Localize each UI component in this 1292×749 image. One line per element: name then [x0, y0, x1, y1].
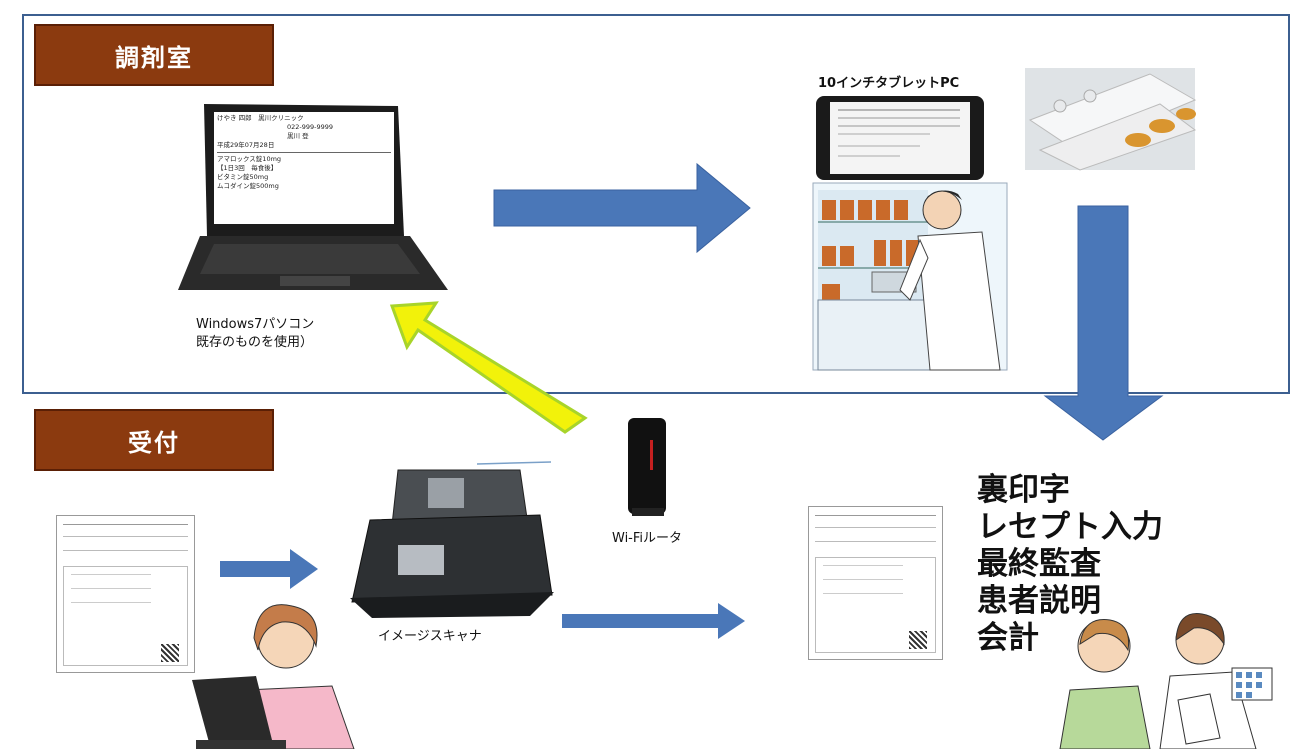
- arrow-scanner-to-laptop: [389, 301, 588, 434]
- arrow-laptop-to-tablet: [493, 162, 751, 254]
- screen-dose-1: 【1日3回 毎食後】: [217, 164, 278, 172]
- screen-date: 平成29年07月28日: [217, 141, 275, 149]
- screen-drug-1: アマロックス錠10mg: [217, 155, 282, 163]
- tablet-illustration: [816, 96, 984, 180]
- pharmacy-room-label: 調剤室: [115, 43, 193, 72]
- screen-clinic: 黒川クリニック: [258, 114, 304, 122]
- laptop-screen: けやき 四郎 黒川クリニック 022-999-9999 黒川 登 平成29年07…: [217, 114, 391, 222]
- screen-drug-2: ビタミン錠50mg: [217, 173, 269, 181]
- pharmacy-room-frame: [22, 14, 1290, 394]
- screen-drug-3: ムコダイン錠500mg: [217, 182, 279, 190]
- arrow-prescription-to-scanner: [220, 549, 318, 589]
- scanner-illustration: [350, 469, 554, 618]
- consultation-illustration: [1059, 613, 1273, 749]
- screen-patient-name: けやき 四郎: [217, 114, 252, 122]
- pharmacy-room-tag: 調剤室: [34, 24, 274, 86]
- prescription-document-left: [56, 515, 195, 673]
- screen-doctor: 黒川 登: [287, 132, 309, 140]
- reception-tag: 受付: [34, 409, 274, 471]
- qr-code-icon: [161, 644, 179, 662]
- pharmacist-illustration: [812, 182, 1008, 371]
- prescription-document-right: [808, 506, 943, 660]
- reception-label: 受付: [128, 428, 180, 457]
- laptop-caption-line1: Windows7パソコン: [196, 317, 315, 332]
- task-final-audit: 最終監査: [977, 546, 1101, 582]
- tablet-caption: 10インチタブレットPC: [818, 76, 960, 91]
- task-patient-explanation: 患者説明: [977, 583, 1101, 619]
- task-back-printing: 裏印字: [977, 472, 1070, 508]
- arrow-down-to-tasks: [1043, 205, 1164, 441]
- receptionist-illustration: [192, 604, 355, 749]
- task-list: 裏印字 レセプト入力 最終監査 患者説明 会計: [977, 472, 1163, 657]
- task-payment: 会計: [977, 620, 1039, 656]
- router-illustration: [628, 418, 666, 516]
- arrow-scanner-to-prescription: [562, 603, 745, 639]
- screen-phone: 022-999-9999: [287, 123, 334, 131]
- scanner-caption: イメージスキャナ: [378, 629, 482, 644]
- laptop-caption-line2: 既存のものを使用）: [196, 335, 314, 350]
- task-receipt-input: レセプト入力: [977, 509, 1163, 545]
- pill-blister-illustration: [1025, 68, 1197, 171]
- router-caption: Wi-Fiルータ: [612, 531, 683, 546]
- qr-code-icon: [909, 631, 927, 649]
- laptop-illustration: [178, 104, 448, 290]
